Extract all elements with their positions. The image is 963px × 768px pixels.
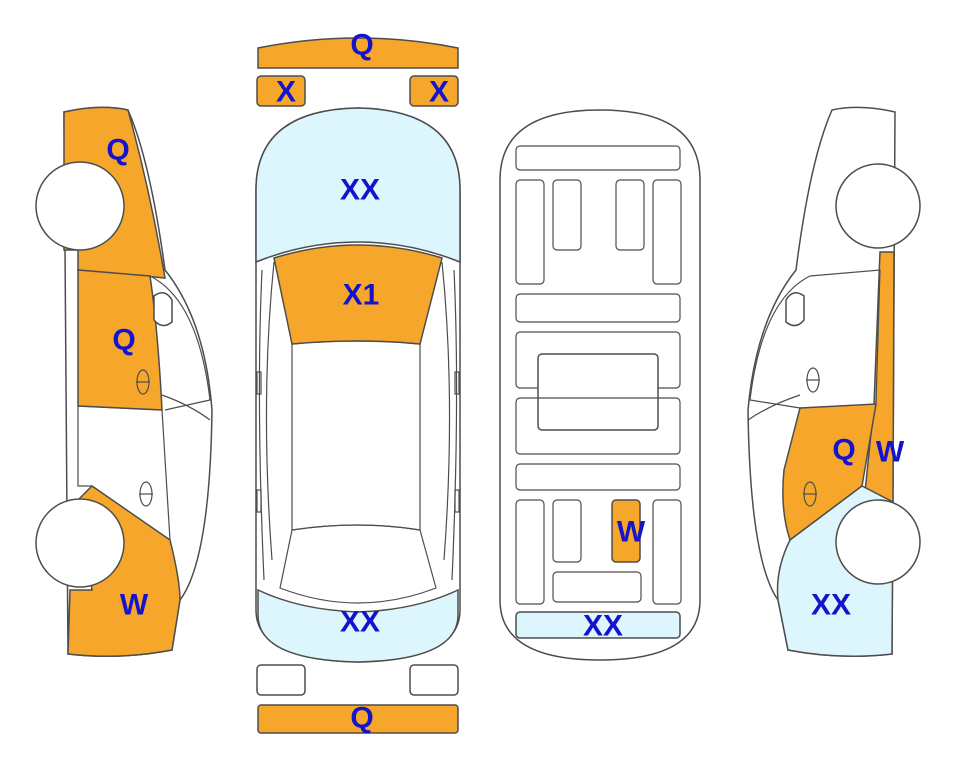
under-block-6 <box>552 499 582 563</box>
under-block-8 <box>652 499 682 605</box>
rear-window[interactable] <box>257 588 459 663</box>
left-mirror <box>153 292 173 327</box>
label-right-rear-quarter: XX <box>811 589 851 622</box>
under-crossmember-2 <box>515 463 681 491</box>
right-rear-wheel <box>835 499 921 585</box>
underbody-rear[interactable] <box>515 611 681 639</box>
label-right-c-pillar: W <box>876 436 905 469</box>
under-block-1 <box>515 179 545 285</box>
left-handle-front <box>136 369 150 395</box>
underbody-fuel-tank[interactable] <box>611 499 641 563</box>
rear-window-frame <box>279 524 437 604</box>
label-hood: XX <box>340 174 380 207</box>
under-block-9 <box>552 571 642 603</box>
left-taillight <box>256 664 306 696</box>
under-block-3 <box>615 179 645 251</box>
left-handle-1 <box>256 371 262 395</box>
label-rear-bumper: Q <box>350 702 373 735</box>
left-side-line-2 <box>258 269 265 581</box>
right-taillight <box>409 664 459 696</box>
left-front-wheel <box>35 161 125 251</box>
right-side-line-2 <box>451 269 458 581</box>
left-window-line <box>149 275 211 411</box>
right-window-line-2 <box>747 394 801 421</box>
rear-bumper[interactable] <box>257 704 459 734</box>
right-front-wheel <box>835 163 921 249</box>
under-crossmember-1 <box>515 293 681 323</box>
right-mirror <box>785 292 805 327</box>
under-front-panel <box>515 145 681 171</box>
under-block-5 <box>515 499 545 605</box>
right-side-view <box>747 106 921 657</box>
right-handle-rear <box>803 481 817 507</box>
damage-labels: Q X X XX X1 XX Q W XX Q Q W Q W XX <box>106 29 905 735</box>
right-handle-front <box>806 367 820 393</box>
label-left-front-fender: Q <box>106 134 129 167</box>
left-rear-wheel <box>35 498 125 588</box>
right-headlight[interactable] <box>409 75 459 107</box>
label-right-rear-door: Q <box>832 434 855 467</box>
right-door-line <box>809 269 881 405</box>
hood[interactable] <box>255 107 461 264</box>
right-side-line <box>441 261 451 561</box>
under-floor-center <box>537 353 659 431</box>
front-bumper[interactable] <box>257 37 459 69</box>
left-handle-rear <box>139 481 153 507</box>
left-headlight[interactable] <box>256 75 306 107</box>
label-left-front-door: Q <box>112 324 135 357</box>
label-rear-window: XX <box>340 606 380 639</box>
under-block-4 <box>652 179 682 285</box>
right-window-line <box>749 275 811 409</box>
label-left-rear-quarter: W <box>120 589 149 622</box>
under-floor-lower <box>515 397 681 455</box>
label-front-bumper: Q <box>350 29 373 62</box>
right-handle-1 <box>454 371 460 395</box>
label-right-headlight: X <box>429 76 449 109</box>
left-side-line <box>265 261 275 561</box>
top-view <box>255 37 461 734</box>
under-block-2 <box>552 179 582 251</box>
right-handle-2 <box>454 489 460 513</box>
left-side-view <box>35 106 213 657</box>
label-underbody-fuel-tank: W <box>617 516 646 549</box>
label-underbody-rear: XX <box>583 610 623 643</box>
label-left-headlight: X <box>276 76 296 109</box>
left-handle-2 <box>256 489 262 513</box>
label-windshield: X1 <box>343 279 380 312</box>
left-window-line-2 <box>161 394 211 421</box>
underbody-view <box>499 109 701 661</box>
